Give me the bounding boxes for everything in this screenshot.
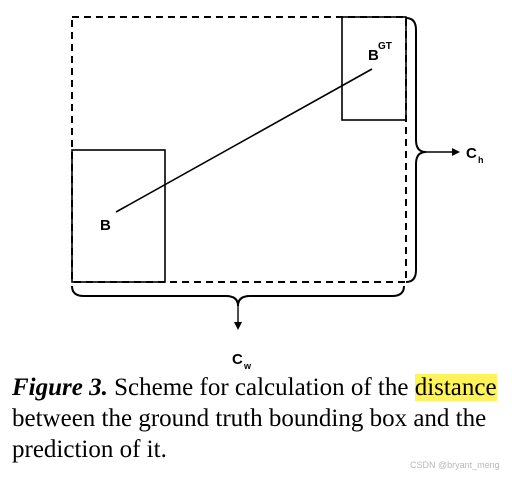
watermark: CSDN @bryant_meng [410,460,500,470]
height-arrowhead [452,148,460,156]
label-cw: C [232,351,243,368]
bounding-box-diagram: B B GT C h C w [71,16,484,371]
width-arrowhead [234,322,242,330]
label-bgt: B [368,47,379,64]
label-ch: C [466,145,477,162]
caption-text-end: between the ground truth bounding box an… [12,405,487,463]
label-bgt-superscript: GT [378,41,392,52]
figure-caption: Figure 3. Scheme for calculation of the … [12,372,508,465]
width-brace [71,285,405,307]
prediction-box [71,149,166,283]
label-ch-subscript: h [478,155,484,165]
label-cw-subscript: w [243,361,252,371]
label-b: B [100,217,111,234]
height-brace [405,17,427,283]
figure-number: Figure 3. [12,374,108,401]
caption-highlight: distance [414,374,497,401]
ground-truth-box [341,16,407,121]
center-distance-line [115,68,373,213]
caption-text-start: Scheme for calculation of the [107,374,415,401]
